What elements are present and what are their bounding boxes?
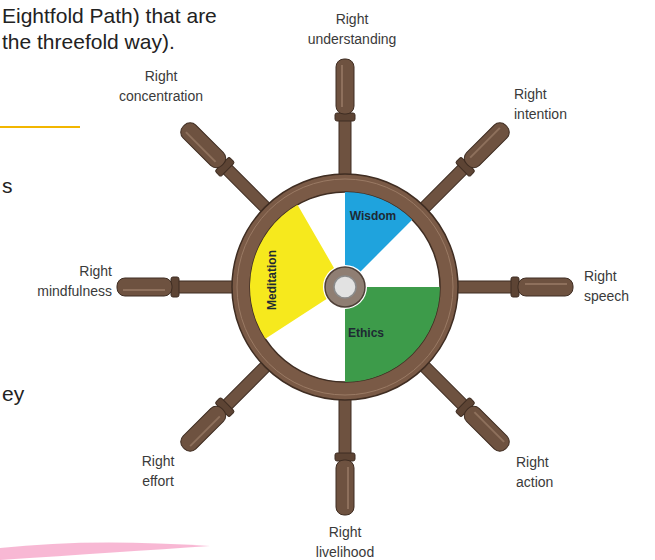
heading-underline (0, 126, 80, 128)
sector-label: Meditation (265, 250, 279, 310)
sector-fill (250, 205, 334, 339)
spoke-label: Right action (516, 452, 553, 492)
wheel-handle-part (177, 119, 229, 171)
wheel-inner-ground (250, 192, 440, 382)
wheel-hub-cap (334, 276, 356, 298)
wheel-handle (335, 395, 355, 515)
wheel-rim-highlight (237, 179, 453, 395)
sector-shape (250, 204, 334, 339)
wheel-handle-part (474, 412, 504, 442)
spoke-label: Right speech (584, 266, 629, 306)
sector-label: Ethics (348, 326, 384, 340)
sector-label: Wisdom (350, 209, 397, 223)
wheel-handle-part (341, 65, 343, 107)
wheel-spokes (117, 59, 573, 515)
spoke-label: Right mindfulness (37, 261, 112, 301)
wheel-rim-inner-edge (250, 192, 440, 382)
wheel-handle-part (453, 281, 515, 293)
wheel-rim-outer-edge (232, 174, 458, 400)
cropped-body-text: ey (2, 382, 24, 406)
wheel-handle-part (190, 416, 220, 446)
cropped-body-text: s (2, 174, 13, 198)
wheel-handle-part (347, 467, 349, 509)
wheel-handle (414, 356, 513, 455)
wheel-handle-part (336, 460, 354, 515)
pink-swoosh (0, 542, 210, 560)
wheel-handle-part (336, 59, 354, 114)
wheel-handle (117, 277, 237, 297)
wheel-handle-part (177, 403, 229, 455)
wheel-handle (177, 119, 276, 218)
wheel-handle-part (461, 119, 513, 171)
wheel-handle (335, 59, 355, 179)
wheel-handle-part (186, 132, 216, 162)
wheel-handle-part (339, 395, 351, 457)
wheel-handle-part (175, 281, 237, 293)
wheel-handle-part (518, 278, 573, 296)
wheel-handle-part (525, 283, 567, 285)
wheel-handle-part (339, 117, 351, 179)
cropped-heading-text: the threefold way). (2, 30, 175, 54)
wheel-handle-part (461, 403, 513, 455)
wheel-rim (241, 183, 449, 391)
spoke-label: Right effort (142, 451, 175, 491)
wheel-handle (453, 277, 573, 297)
sector-fill (345, 287, 440, 382)
wheel-handle-part (470, 128, 500, 158)
wisdom-sector: Wisdom (345, 192, 413, 272)
wheel-handle-part (117, 278, 172, 296)
sector-fill (345, 192, 412, 271)
wheel-handle (414, 119, 513, 218)
wheel-handle-part (123, 289, 165, 291)
spoke-label: Right understanding (308, 9, 397, 49)
wheel-hub (325, 267, 365, 307)
wheel-handle (177, 356, 276, 455)
meditation-sector: Meditation (250, 204, 334, 339)
sector-shape (345, 192, 413, 272)
cropped-heading-text: Eightfold Path) that are (2, 4, 217, 28)
spoke-label: Right intention (514, 84, 567, 124)
spoke-label: Right livelihood (316, 522, 374, 560)
spoke-label: Right concentration (119, 66, 203, 106)
ethics-sector: Ethics (345, 287, 440, 382)
